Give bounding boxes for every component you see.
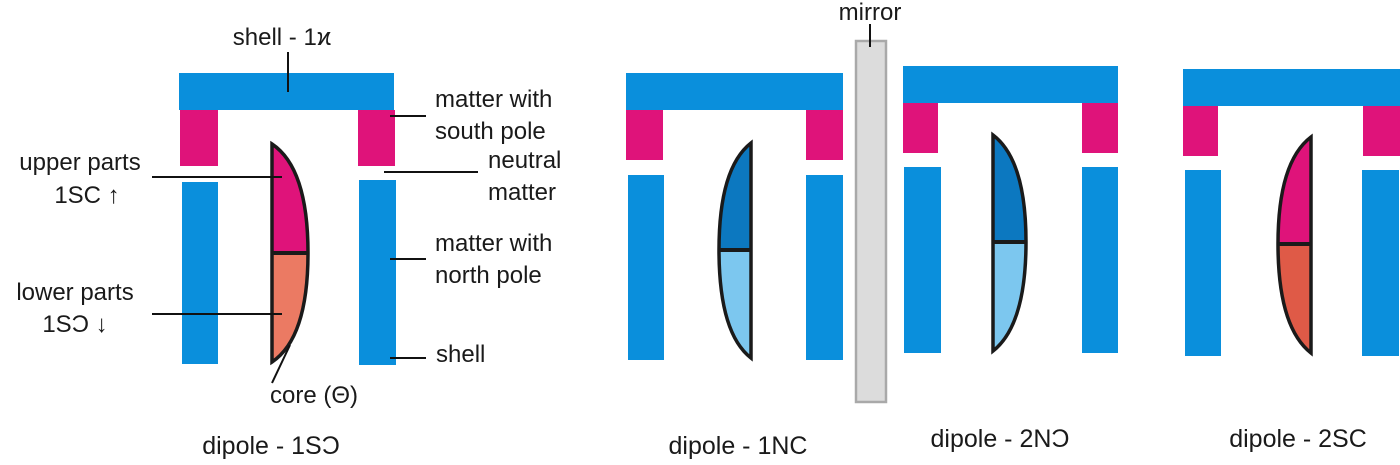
caption-dipole-1: dipole - 1SϽ (202, 432, 340, 460)
lower-half-lens (272, 253, 308, 362)
label-shell-top: shell - 1ϰ (233, 24, 331, 51)
leader-core (271, 344, 291, 384)
south-pole-block-right (358, 110, 395, 166)
south-pole-block-right (1082, 103, 1118, 153)
label-shell-bottom: shell (436, 341, 485, 368)
mirror-plate (854, 39, 888, 404)
south-pole-block-left (180, 110, 218, 166)
north-pole-bar-right (806, 175, 843, 360)
label-matter-south-1: matter with (435, 86, 552, 113)
leader-lines (152, 52, 478, 384)
caption-dipole-2: dipole - 1NϹ (669, 432, 808, 460)
dipole-2SC (1183, 69, 1400, 357)
label-upper-parts-2: 1SϹ ↑ (54, 182, 119, 209)
top-shell-bar (626, 73, 843, 110)
north-pole-bar-right (1362, 170, 1399, 356)
north-pole-bar-right (359, 180, 396, 365)
label-lower-parts-1: lower parts (16, 279, 133, 306)
dipole-2NC-reversed (903, 66, 1118, 355)
upper-half-lens (272, 144, 308, 253)
upper-half-lens (719, 143, 751, 250)
top-shell-bar (179, 73, 394, 110)
lower-half-lens (1278, 244, 1311, 353)
south-pole-block-right (806, 110, 843, 160)
upper-half-lens (993, 135, 1026, 242)
mirror: mirror (839, 0, 902, 404)
label-upper-parts-1: upper parts (19, 149, 140, 176)
label-mirror: mirror (839, 0, 902, 26)
north-pole-bar-left (1185, 170, 1221, 356)
top-shell-bar (1183, 69, 1400, 106)
label-neutral-2: matter (488, 179, 556, 206)
label-neutral-1: neutral (488, 147, 561, 174)
label-matter-south-2: south pole (435, 118, 546, 145)
dipole-1NC (626, 73, 843, 362)
south-pole-block-right (1363, 106, 1400, 156)
dipole-1SC-reversed (179, 73, 396, 366)
lower-half-lens (993, 242, 1026, 351)
label-matter-north-1: matter with (435, 230, 552, 257)
south-pole-block-left (626, 110, 663, 160)
north-pole-bar-left (904, 167, 941, 353)
south-pole-block-left (1183, 106, 1218, 156)
label-lower-parts-2: 1SϽ ↓ (42, 311, 107, 338)
north-pole-bar-left (628, 175, 664, 360)
caption-dipole-3: dipole - 2NϽ (931, 425, 1070, 453)
top-shell-bar (903, 66, 1118, 103)
caption-dipole-4: dipole - 2SϹ (1229, 425, 1367, 453)
south-pole-block-left (903, 103, 938, 153)
upper-half-lens (1278, 137, 1311, 244)
label-matter-north-2: north pole (435, 262, 542, 289)
north-pole-bar-left (182, 182, 218, 364)
north-pole-bar-right (1082, 167, 1118, 353)
label-core: core (Θ) (270, 382, 358, 409)
lower-half-lens (719, 250, 751, 358)
